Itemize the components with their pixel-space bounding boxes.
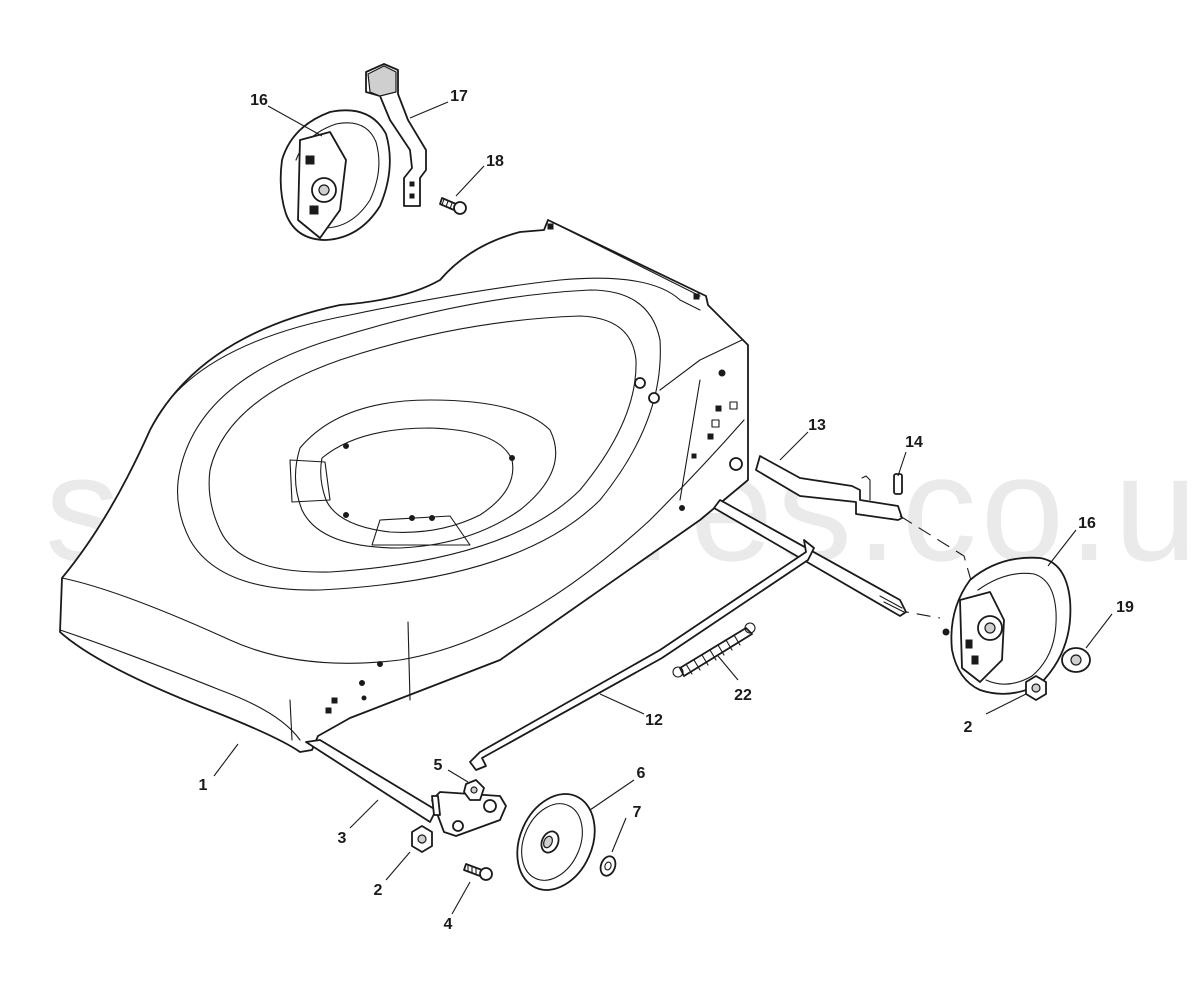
- height-rod: [469, 539, 815, 771]
- callout-7: 7: [633, 804, 642, 821]
- callout-6: 6: [637, 765, 646, 782]
- wheel-bracket: [365, 63, 427, 207]
- callout-16-top: 16: [250, 92, 268, 109]
- callout-1: 1: [199, 777, 208, 794]
- spring: [672, 622, 756, 678]
- screw-4: [463, 863, 493, 881]
- callout-4: 4: [444, 916, 453, 933]
- callout-22: 22: [734, 687, 752, 704]
- leader-lines: [213, 101, 1113, 915]
- callout-5: 5: [434, 757, 443, 774]
- pin: [893, 473, 903, 495]
- callouts: 16 17 18 13 14 16 19 2 22 12 1 5 6 7 3 2…: [199, 88, 1134, 933]
- callout-2-right: 2: [964, 719, 973, 736]
- callout-17: 17: [450, 88, 468, 105]
- callout-18: 18: [486, 153, 504, 170]
- washer-7: [599, 855, 617, 877]
- front-wheel: [516, 793, 596, 891]
- rear-wheel-top: [279, 109, 391, 241]
- callout-12: 12: [645, 712, 663, 729]
- nut-2-lower: [411, 825, 433, 853]
- rear-axle: [755, 455, 903, 521]
- callout-14: 14: [905, 434, 923, 451]
- callout-19: 19: [1116, 599, 1134, 616]
- callout-2-lower: 2: [374, 882, 383, 899]
- nut-5: [463, 779, 485, 801]
- callout-16-right: 16: [1078, 515, 1096, 532]
- screw-18: [439, 197, 467, 215]
- washer-19: [1061, 647, 1091, 673]
- mower-deck: [59, 219, 749, 753]
- rear-wheel-right: [942, 556, 1072, 695]
- callout-3: 3: [338, 830, 347, 847]
- front-axle: [305, 739, 507, 837]
- nut-2-right: [1025, 675, 1047, 701]
- callout-13: 13: [808, 417, 826, 434]
